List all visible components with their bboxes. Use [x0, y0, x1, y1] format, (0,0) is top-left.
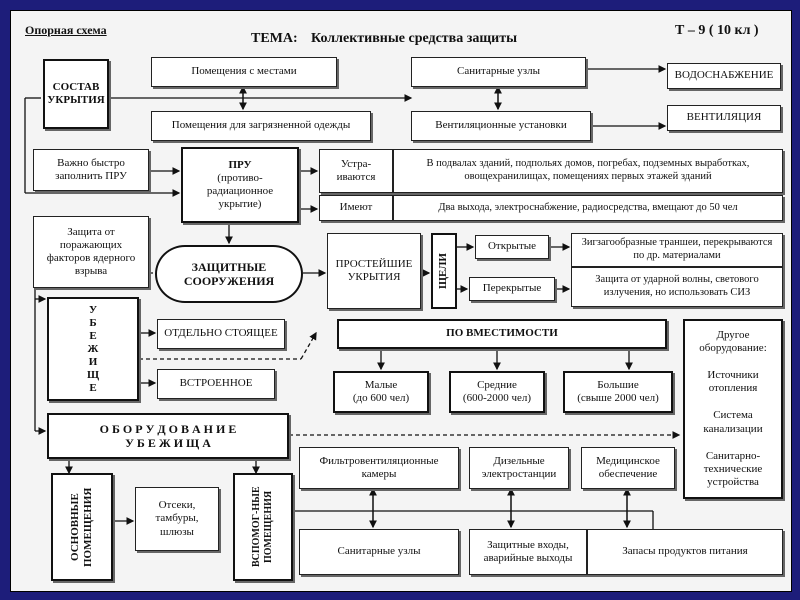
zapasy-box: Запасы продуктов питания: [587, 529, 783, 575]
pru-title: ПРУ: [228, 158, 252, 171]
santeh-item: Санитарно-технические устройства: [703, 449, 763, 488]
sostav-ukrytiya-box: СОСТАВ УКРЫТИЯ: [43, 59, 109, 129]
ubezhishche-letter: И: [88, 355, 98, 368]
drugoe-title: Другое оборудование:: [699, 328, 767, 355]
dizel-box: Дизельные электростанции: [469, 447, 569, 489]
sanuzly-top-box: Санитарные узлы: [411, 57, 586, 87]
vazhno-box: Важно быстро заполнить ПРУ: [33, 149, 149, 191]
po-vmestimosti-box: ПО ВМЕСТИМОСТИ: [337, 319, 667, 349]
shcheli-label: ЩЕЛИ: [437, 252, 450, 290]
ustraivayutsya-text: В подвалах зданий, подпольях домов, погр…: [393, 149, 783, 193]
malye-range: (до 600 чел): [352, 392, 410, 404]
bolshie-label: Большие: [597, 378, 639, 391]
ubezhishche-letter: Щ: [86, 368, 100, 381]
oborudovanie-line1: О Б О Р У Д О В А Н И Е: [99, 421, 237, 436]
ubezhishche-letter: Ж: [87, 342, 99, 355]
ubezhishche-letter: Е: [89, 381, 97, 394]
pru-box: ПРУ (противо-радиационное укрытие): [181, 147, 299, 223]
scheme-label: Опорная схема: [25, 23, 107, 37]
ustraivayutsya-label: Устра-иваются: [319, 149, 393, 193]
vyhody-box: Защитные входы, аварийные выходы: [469, 529, 587, 575]
vspomog-label: ВСПОМОГ-НЫЕ ПОМЕЩЕНИЯ: [251, 486, 274, 568]
oborudovanie-line2: У Б Е Ж И Щ А: [125, 436, 211, 450]
srednie-box: Средние (600-2000 чел): [449, 371, 545, 413]
pomesheniya-odezhda-box: Помещения для загрязненной одежды: [151, 111, 371, 141]
zashitnye-sooruzheniya-box: ЗАЩИТНЫЕ СООРУЖЕНИЯ: [155, 245, 303, 303]
vent-ustanovki-box: Вентиляционные установки: [411, 111, 591, 141]
imeyut-label: Имеют: [319, 195, 393, 221]
page-title: Коллективные средства защиты: [311, 31, 518, 46]
drugoe-oborudovanie-box: Другое оборудование: Источники отопления…: [683, 319, 783, 499]
kanalizaciya-item: Система канализации: [703, 409, 763, 435]
grade-label: Т – 9 ( 10 кл ): [675, 23, 759, 38]
ubezhishche-letter: У: [88, 303, 98, 316]
otkrytye-box: Открытые: [475, 235, 549, 259]
malye-label: Малые: [364, 378, 398, 391]
udar-box: Защита от ударной волны, светового излуч…: [571, 267, 783, 307]
bolshie-range: (свыше 2000 чел): [577, 392, 659, 404]
vspomog-pomesheniya-box: ВСПОМОГ-НЫЕ ПОМЕЩЕНИЯ: [233, 473, 293, 581]
pru-subtitle: (противо-радиационное укрытие): [206, 171, 274, 211]
ventilyaciya-box: ВЕНТИЛЯЦИЯ: [667, 105, 781, 131]
malye-box: Малые (до 600 чел): [333, 371, 429, 413]
pomesheniya-mesta-box: Помещения с местами: [151, 57, 337, 87]
vodosnabzhenie-box: ВОДОСНАБЖЕНИЕ: [667, 63, 781, 89]
vstroennoe-box: ВСТРОЕННОЕ: [157, 369, 275, 399]
otseki-box: Отсеки, тамбуры, шлюзы: [135, 487, 219, 551]
bolshie-box: Большие (свыше 2000 чел): [563, 371, 673, 413]
ubezhishche-letter: Е: [89, 329, 97, 342]
medic-box: Медицинское обеспечение: [581, 447, 675, 489]
sanuzly-bottom-box: Санитарные узлы: [299, 529, 459, 575]
ubezhishche-letter: Б: [89, 316, 97, 329]
istochniki-item: Источники отопления: [707, 369, 759, 395]
srednie-range: (600-2000 чел): [462, 392, 532, 404]
filtro-box: Фильтровентиляционные камеры: [299, 447, 459, 489]
title-prefix: ТЕМА:: [251, 31, 298, 46]
diagram-slide: Опорная схема ТЕМА: Коллективные средств…: [10, 10, 792, 592]
prosteishie-box: ПРОСТЕЙШИЕ УКРЫТИЯ: [327, 233, 421, 309]
srednie-label: Средние: [477, 378, 517, 391]
otdelno-box: ОТДЕЛЬНО СТОЯЩЕЕ: [157, 319, 285, 349]
perekrytye-box: Перекрытые: [469, 277, 555, 301]
imeyut-text: Два выхода, электроснабжение, радиосредс…: [393, 195, 783, 221]
osnovnye-pomesheniya-box: ОСНОВНЫЕ ПОМЕЩЕНИЯ: [51, 473, 113, 581]
shcheli-box: ЩЕЛИ: [431, 233, 457, 309]
osnovnye-label: ОСНОВНЫЕ ПОМЕЩЕНИЯ: [68, 487, 94, 567]
zashita-box: Защита от поражающих факторов ядерного в…: [33, 216, 149, 288]
oborudovanie-ubezhishcha-box: О Б О Р У Д О В А Н И Е У Б Е Ж И Щ А: [47, 413, 289, 459]
zigzag-box: Зигзагообразные траншеи, перекрываются п…: [571, 233, 783, 267]
